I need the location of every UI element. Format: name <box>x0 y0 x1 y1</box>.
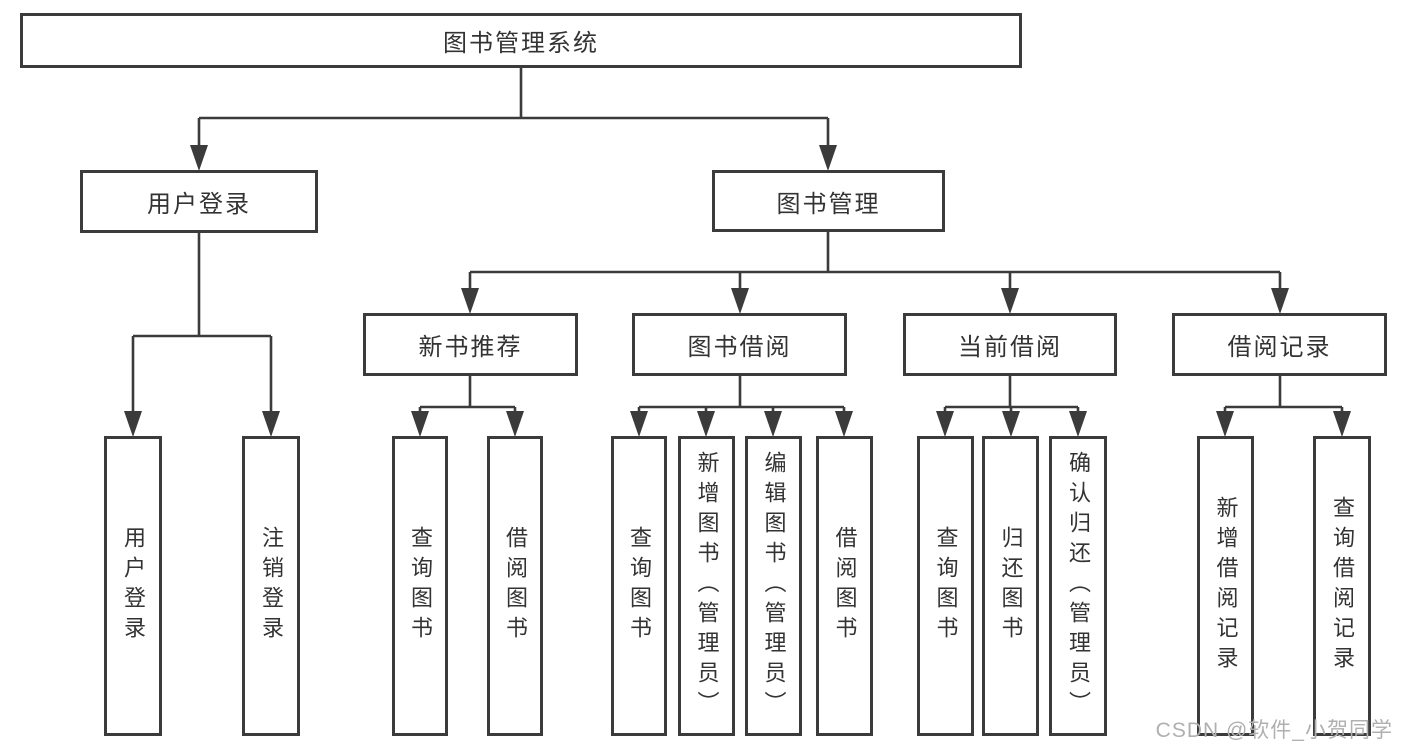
node-cb-return-books: 归还图书 <box>982 436 1039 736</box>
watermark: CSDN @软件_小贺同学 <box>1155 719 1393 742</box>
arrowhead-icon <box>461 288 479 314</box>
arrowhead-icon <box>1002 411 1020 437</box>
node-cb-query-books: 查询图书 <box>917 436 974 736</box>
node-nb-query-books: 查询图书 <box>392 436 448 736</box>
node-borrowing-records: 借阅记录 <box>1172 313 1387 376</box>
connector-user-login-children <box>131 233 273 414</box>
node-new-book-recommend: 新书推荐 <box>363 313 578 376</box>
arrowhead-icon <box>506 411 524 437</box>
connector-current-borrowing-children <box>943 376 1080 414</box>
node-bb-borrow-books: 借阅图书 <box>816 436 873 736</box>
node-book-management: 图书管理 <box>712 170 945 232</box>
node-cb-confirm-return-admin: 确认归还（管理员） <box>1049 436 1107 736</box>
node-bb-query-books: 查询图书 <box>611 436 667 736</box>
node-current-borrowing: 当前借阅 <box>903 313 1117 376</box>
arrowhead-icon <box>835 411 853 437</box>
node-user-login-action: 用户登录 <box>104 436 162 736</box>
arrowhead-icon <box>124 411 142 437</box>
arrowhead-icon <box>262 411 280 437</box>
arrowhead-icon <box>1069 411 1087 437</box>
node-nb-borrow-books: 借阅图书 <box>487 436 543 736</box>
node-user-login: 用户登录 <box>80 170 318 233</box>
arrowhead-icon <box>1271 288 1289 314</box>
arrowhead-icon <box>731 288 749 314</box>
node-library-system: 图书管理系统 <box>20 13 1022 68</box>
arrowhead-icon <box>1333 411 1351 437</box>
node-bb-add-books-admin: 新增图书（管理员） <box>678 436 735 736</box>
arrowhead-icon <box>697 411 715 437</box>
node-br-add-record: 新增借阅记录 <box>1197 436 1254 736</box>
node-book-borrowing: 图书借阅 <box>632 313 847 376</box>
arrowhead-icon <box>819 145 837 171</box>
arrowhead-icon <box>1001 288 1019 314</box>
arrowhead-icon <box>936 411 954 437</box>
arrowhead-icon <box>630 411 648 437</box>
arrowhead-icon <box>764 411 782 437</box>
connector-new-book-children <box>418 376 517 414</box>
arrowhead-icon <box>411 411 429 437</box>
connector-book-borrowing-children <box>637 376 846 414</box>
connector-book-management-to-level3 <box>468 232 1282 290</box>
node-bb-edit-books-admin: 编辑图书（管理员） <box>745 436 802 736</box>
node-logout: 注销登录 <box>242 436 300 736</box>
arrowhead-icon <box>1216 411 1234 437</box>
arrowhead-icon <box>190 145 208 171</box>
connector-root-to-level2 <box>197 68 830 146</box>
connector-borrowing-records-children <box>1223 376 1344 414</box>
node-br-query-record: 查询借阅记录 <box>1313 436 1371 736</box>
